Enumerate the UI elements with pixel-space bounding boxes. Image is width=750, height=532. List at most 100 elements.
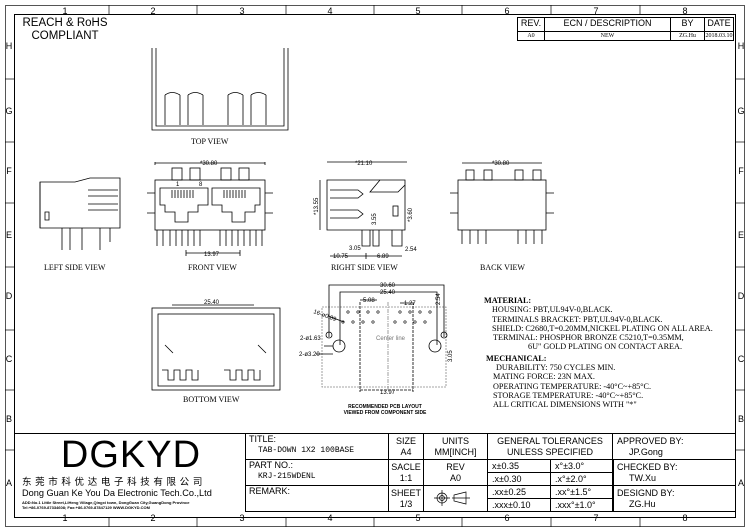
sheet-label: SHEET [390, 488, 421, 498]
dim-pcb-5-08: 5.08 [363, 298, 375, 304]
size-value: A4 [400, 447, 412, 457]
pin8-front: 8 [199, 182, 203, 188]
material-line: HOUSING: PBT,UL94V-0,BLACK. [492, 305, 613, 315]
remark-cell: REMARK: [245, 485, 389, 512]
dim-pcb-3-05: 3.05 [448, 350, 454, 362]
dim-pcb-holes-163: 2-ø1.63 [300, 336, 321, 342]
dim-pcb-holes-small: 16-ø0.89 [312, 309, 337, 323]
mechanical-line: DURABILITY: 750 CYCLES MIN. [496, 363, 616, 373]
title-label: TITLE: [249, 434, 277, 444]
dim-pcb-25-40: 25.40 [380, 290, 396, 296]
zone-column-label: 8 [682, 513, 688, 523]
zone-row-label: D [737, 291, 745, 301]
dim-side-height: *13.55 [314, 197, 320, 215]
part-number-cell: PART NO.: KRJ-215WDENL [245, 459, 389, 486]
dim-side-3-05: 3.05 [349, 246, 361, 252]
pcb-layout-view [316, 284, 448, 392]
tolerances-title: GENERAL TOLERANCES [497, 436, 603, 446]
pcb-layout-label: RECOMMENDED PCB LAYOUT VIEWED FROM COMPO… [330, 404, 440, 416]
units-label: UNITS [442, 436, 469, 446]
zone-column-label: 5 [415, 6, 421, 16]
approved-cell: APPROVED BY:JP.Gong [612, 433, 736, 460]
zone-row-label: B [737, 414, 744, 424]
material-title: MATERIAL: [484, 296, 532, 305]
zone-row-label: H [737, 41, 745, 51]
drawing-frame [14, 14, 736, 518]
checked-cell: CHECKED BY:TW.Xu [612, 459, 736, 486]
remark-label: REMARK: [249, 486, 291, 496]
material-line: 6U" GOLD PLATING ON CONTACT AREA. [528, 342, 683, 352]
dim-back-width: *30.80 [492, 161, 510, 167]
compliance-line-1: REACH & RoHS [22, 17, 108, 29]
zone-column-label: 7 [593, 513, 599, 523]
zone-column-label: 4 [327, 6, 333, 16]
tolerance-value: x°±3.0° [550, 459, 614, 473]
title-block: DGKYD 东 莞 市 科 优 达 电 子 科 技 有 限 公 司 Dong G… [14, 433, 736, 512]
zone-column-label: 5 [415, 513, 421, 523]
company-contact: Tel:+86-0769-87334608; Fax:+86-0769-8784… [22, 505, 150, 510]
left-side-view [39, 177, 121, 250]
mechanical-line: ALL CRITICAL DIMENSIONS WITH "*" [493, 400, 637, 410]
designed-value: ZG.Hu [629, 499, 656, 509]
zone-row-label: C [5, 354, 13, 364]
dim-side-3-60: *3.60 [408, 207, 414, 222]
tolerance-value: x±0.35 [487, 459, 551, 473]
company-logo: DGKYD [60, 434, 202, 476]
back-view [450, 162, 554, 244]
tolerance-value: .xxx°±1.0° [550, 498, 614, 512]
projection-symbol-cell [423, 485, 488, 512]
dim-side-2-54: 2.54 [405, 247, 417, 253]
tolerance-value: .xxx±0.10 [487, 498, 551, 512]
scale-value: 1:1 [399, 473, 413, 483]
units-value: MM[INCH] [434, 447, 477, 457]
checked-value: TW.Xu [629, 473, 657, 483]
material-line: TERMINALS BRACKET: PBT,UL94V-0,BLACK. [492, 314, 663, 324]
dim-pcb-2-54: 2.54 [436, 293, 442, 305]
dim-pcb-holes-320: 2-ø3.20 [299, 352, 320, 358]
dim-side-3-55: 3.55 [372, 213, 378, 225]
zone-column-label: 2 [150, 513, 156, 523]
dim-pcb-1-27: 1.27 [404, 301, 416, 307]
tolerance-value: .xx±0.25 [487, 485, 551, 499]
zone-column-label: 3 [239, 6, 245, 16]
right-side-view [319, 161, 407, 259]
front-view-label: FRONT VIEW [188, 263, 237, 272]
compliance-label: REACH & RoHS COMPLIANT [20, 17, 110, 43]
tolerance-value: .xx°±1.5° [550, 485, 614, 499]
dim-side-10-75: 10.75 [333, 254, 349, 260]
bottom-view-label: BOTTOM VIEW [183, 395, 240, 404]
title-cell: TITLE: TAB-DOWN 1X2 100BASE [245, 433, 389, 460]
dim-pcb-13-97: 13.97 [380, 390, 396, 396]
left-side-view-label: LEFT SIDE VIEW [44, 263, 106, 272]
zone-row-label: G [737, 106, 745, 116]
front-view [147, 162, 273, 256]
right-side-view-label: RIGHT SIDE VIEW [331, 263, 398, 272]
zone-column-label: 6 [504, 6, 510, 16]
third-angle-projection-icon [434, 490, 470, 506]
pin1-front: 1 [176, 182, 180, 188]
material-line: SHIELD: C2680,T=0.20MM,NICKEL PLATING ON… [492, 323, 713, 333]
zone-column-label: 7 [593, 6, 599, 16]
zone-column-label: 1 [62, 6, 68, 16]
mechanical-title: MECHANICAL: [486, 353, 547, 363]
checked-label: CHECKED BY: [617, 462, 678, 472]
date-value: 2018.03.10 [704, 31, 734, 41]
dim-side-6-89: 6.89 [377, 254, 389, 260]
revision-table: REV. ECN / DESCRIPTION BY DATE A0 NEW ZG… [517, 17, 734, 42]
size-label: SIZE [395, 436, 416, 446]
dim-pcb-30-60: 30.60 [380, 283, 396, 289]
designed-label: DESIGND BY: [617, 488, 675, 498]
pcb-label-line-2: VIEWED FROM COMPONENT SIDE [343, 410, 427, 416]
zone-row-label: E [737, 230, 744, 240]
zone-column-label: 2 [150, 6, 156, 16]
approved-label: APPROVED BY: [617, 436, 684, 446]
designed-cell: DESIGND BY:ZG.Hu [612, 485, 736, 512]
zone-row-label: H [5, 41, 13, 51]
material-line: TERMINAL: PHOSPHOR BRONZE C5210,T=0.35MM… [493, 333, 684, 343]
